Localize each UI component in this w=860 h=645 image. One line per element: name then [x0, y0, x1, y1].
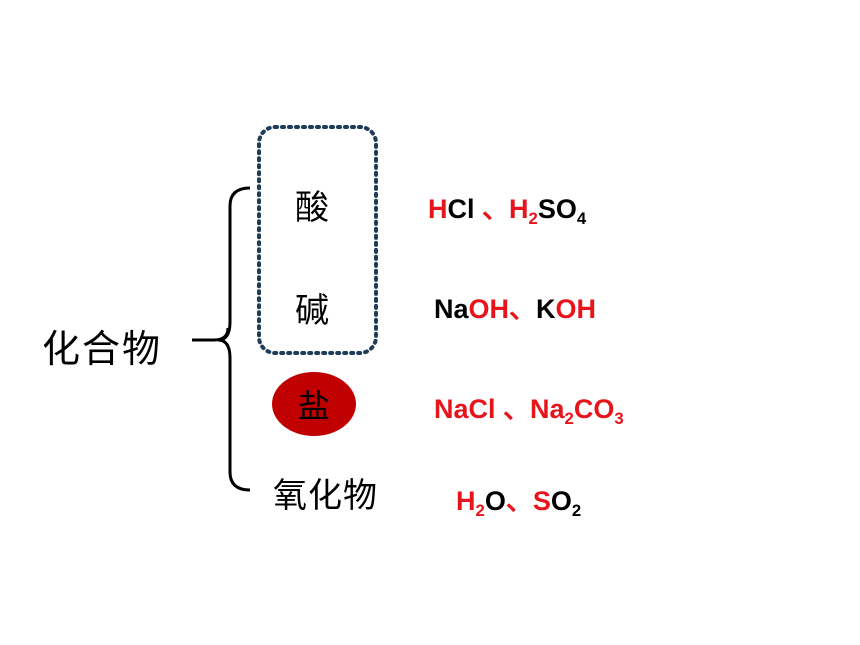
- formula-part: Na: [530, 394, 565, 424]
- formula-part: SO: [537, 194, 577, 224]
- base-category-label: 碱: [295, 291, 329, 331]
- acid-category-label: 酸: [295, 188, 329, 228]
- formula-subscript: 2: [564, 408, 574, 428]
- acid-formulas: HCl 、H2SO4: [428, 187, 587, 228]
- oxide-formulas: H2O、SO2: [456, 479, 582, 520]
- formula-subscript: 2: [475, 500, 485, 520]
- formula-separator: 、: [495, 394, 531, 424]
- formula-part: Na: [434, 294, 469, 324]
- acid-base-group-box: [257, 125, 378, 355]
- formula-part: H: [509, 194, 529, 224]
- formula-part: H: [456, 486, 476, 516]
- formula-subscript: 4: [576, 208, 587, 228]
- formula-part: NaCl: [434, 394, 496, 424]
- root-category-label: 化合物: [42, 327, 163, 371]
- formula-part: K: [536, 294, 556, 324]
- formula-separator: 、: [474, 194, 510, 224]
- formula-part: CO: [573, 394, 615, 424]
- formula-part: OH: [555, 294, 597, 324]
- formula-part: O: [484, 486, 506, 516]
- formula-part: H: [428, 194, 448, 224]
- salt-formulas: NaCl 、Na2CO3: [434, 387, 624, 428]
- category-bracket: [217, 186, 251, 492]
- oxide-category-label: 氧化物: [273, 476, 378, 516]
- formula-subscript: 2: [528, 208, 538, 228]
- salt-category-label: 盐: [272, 372, 356, 436]
- formula-subscript: 3: [614, 408, 624, 428]
- formula-separator: 、: [505, 486, 533, 516]
- formula-part: Cl: [447, 194, 475, 224]
- formula-part: S: [532, 486, 551, 516]
- base-formulas: NaOH、KOH: [434, 287, 596, 326]
- formula-separator: 、: [509, 294, 537, 324]
- formula-subscript: 2: [571, 500, 582, 520]
- salt-category-text: 盐: [297, 387, 330, 425]
- formula-part: OH: [468, 294, 510, 324]
- formula-part: O: [550, 486, 572, 516]
